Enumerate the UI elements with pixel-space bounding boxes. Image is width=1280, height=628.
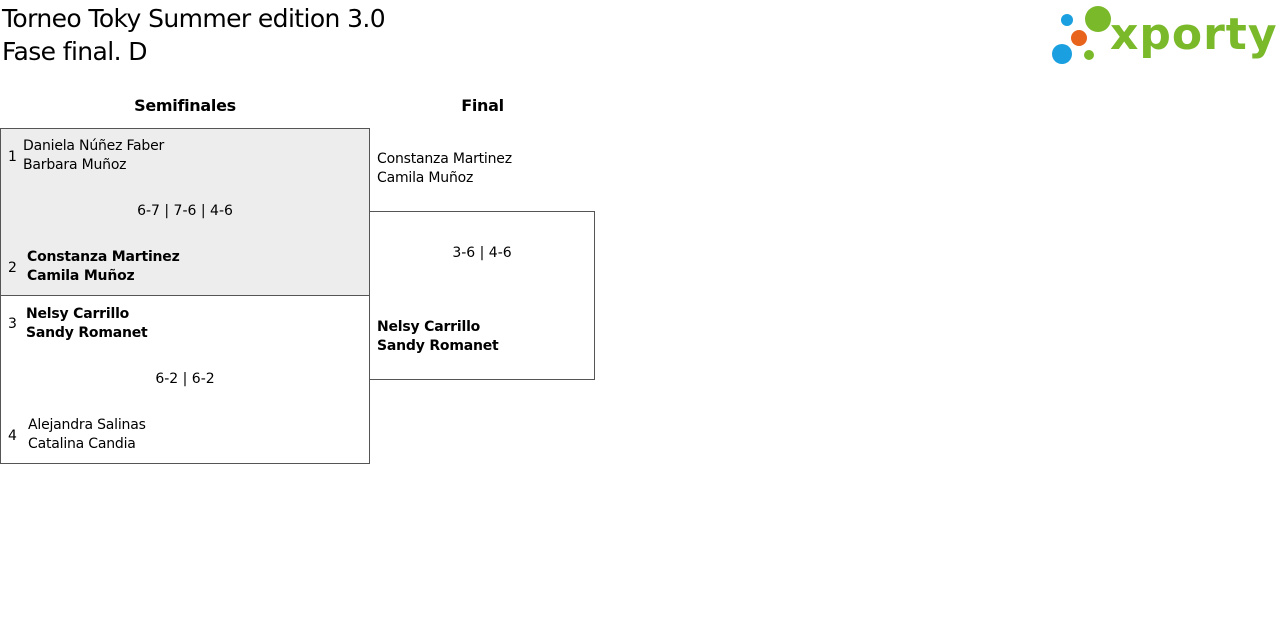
round-label-semifinals: Semifinales: [134, 96, 236, 115]
player-name: Sandy Romanet: [377, 338, 499, 354]
player-name: Daniela Núñez Faber: [23, 138, 165, 154]
semifinal-2-match[interactable]: 3 Nelsy Carrillo Sandy Romanet 6-2 | 6-2…: [0, 295, 370, 464]
player-name: Camila Muñoz: [377, 170, 474, 186]
team-entry-winner[interactable]: Constanza Martinez Camila Muñoz: [27, 248, 180, 286]
match-score: 6-2 | 6-2: [155, 371, 215, 387]
phase-name: Fase final. D: [2, 37, 148, 66]
tournament-name: Torneo Toky Summer edition 3.0: [2, 4, 386, 33]
logo-dot-green-small: [1084, 50, 1094, 60]
semifinal-1-match[interactable]: 1 Daniela Núñez Faber Barbara Muñoz 6-7 …: [0, 128, 370, 296]
player-name: Constanza Martinez: [27, 249, 180, 265]
xporty-logo: xporty: [1050, 4, 1278, 68]
player-name: Catalina Candia: [28, 436, 136, 452]
logo-wordmark: xporty: [1110, 9, 1278, 60]
player-name: Constanza Martinez: [377, 151, 512, 167]
seed-number: 1: [8, 149, 17, 165]
team-entry[interactable]: Alejandra Salinas Catalina Candia: [28, 416, 146, 454]
page-title: Torneo Toky Summer edition 3.0 Fase fina…: [2, 2, 386, 68]
player-name: Alejandra Salinas: [28, 417, 146, 433]
logo-dot-blue-large: [1052, 44, 1072, 64]
player-name: Nelsy Carrillo: [377, 319, 481, 335]
logo-dot-blue-small: [1061, 14, 1073, 26]
match-score: 6-7 | 7-6 | 4-6: [137, 203, 233, 219]
team-entry[interactable]: Daniela Núñez Faber Barbara Muñoz: [23, 137, 164, 175]
logo-dot-green: [1085, 6, 1111, 32]
seed-number: 3: [8, 316, 17, 332]
final-match[interactable]: 3-6 | 4-6 Nelsy Carrillo Sandy Romanet: [369, 211, 595, 380]
final-team-entry[interactable]: Constanza Martinez Camila Muñoz: [377, 150, 512, 188]
player-name: Camila Muñoz: [27, 268, 135, 284]
logo-dot-orange: [1071, 30, 1087, 46]
match-score: 3-6 | 4-6: [452, 245, 512, 261]
seed-number: 2: [8, 260, 17, 276]
round-label-final: Final: [461, 96, 504, 115]
player-name: Barbara Muñoz: [23, 157, 127, 173]
team-entry-winner[interactable]: Nelsy Carrillo Sandy Romanet: [26, 305, 148, 343]
player-name: Nelsy Carrillo: [26, 306, 130, 322]
player-name: Sandy Romanet: [26, 325, 148, 341]
final-team-entry-winner[interactable]: Nelsy Carrillo Sandy Romanet: [377, 318, 499, 356]
seed-number: 4: [8, 428, 17, 444]
